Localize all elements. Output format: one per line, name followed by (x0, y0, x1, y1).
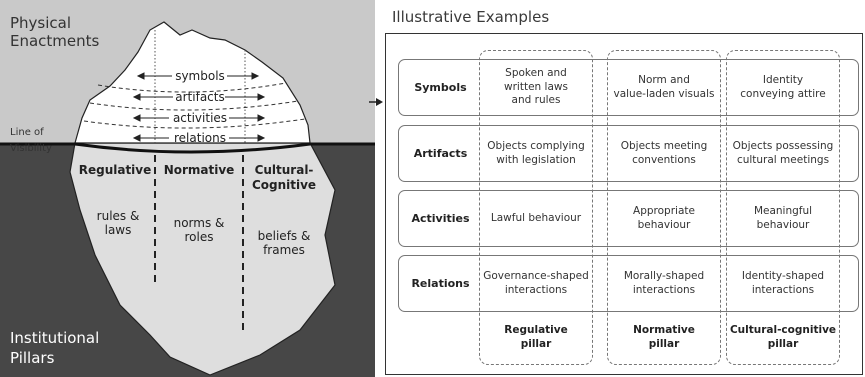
layer-boundary (97, 82, 287, 93)
layer-arrows (132, 72, 266, 142)
column-footer-regulative: Regulative pillar (504, 324, 568, 350)
cell-relations-normative: Morally-shaped interactions (623, 269, 705, 296)
column-footer-normative: Normative pillar (633, 324, 695, 350)
cell-relations-regulative: Governance-shaped interactions (483, 269, 589, 296)
layer-boundary (89, 100, 299, 111)
column-box-normative (607, 50, 721, 365)
pillar-content-cultural-cognitive: beliefs &frames (258, 229, 311, 257)
layer-label-relations: relations (174, 131, 226, 145)
examples-title: Illustrative Examples (392, 8, 550, 26)
iceberg-diagram: symbols artifacts activities relations P… (0, 0, 375, 377)
cell-artifacts-normative: Objects meeting conventions (620, 139, 708, 166)
cell-symbols-normative: Norm and value-laden visuals (613, 73, 715, 100)
row-box-symbols (398, 59, 859, 116)
row-label-artifacts: Artifacts (413, 147, 468, 160)
pillar-content-regulative: rules &laws (97, 209, 140, 237)
row-label-relations: Relations (411, 277, 470, 290)
examples-panel (385, 33, 863, 375)
row-box-activities (398, 190, 859, 247)
cell-relations-cultural-cognitive: Identity-shaped interactions (741, 269, 825, 296)
layer-label-artifacts: artifacts (175, 90, 224, 104)
row-label-symbols: Symbols (414, 81, 467, 94)
column-box-cultural-cognitive (726, 50, 840, 365)
cell-symbols-cultural-cognitive: Identity conveying attire (740, 73, 826, 100)
layer-label-symbols: symbols (175, 69, 225, 83)
row-box-relations (398, 255, 859, 312)
column-box-regulative (479, 50, 593, 365)
pillar-content-normative: norms &roles (174, 216, 225, 244)
cell-artifacts-regulative: Objects complying with legislation (487, 139, 585, 166)
cell-activities-normative: Appropriate behaviour (633, 204, 695, 231)
layer-boundary (83, 118, 306, 129)
layer-label-activities: activities (173, 111, 227, 125)
visible-iceberg (74, 21, 311, 144)
pillar-name-cultural-cognitive: Cultural-Cognitive (252, 163, 316, 192)
pillar-name-normative: Normative (164, 163, 235, 177)
cell-activities-cultural-cognitive: Meaningful behaviour (753, 204, 813, 231)
cell-activities-regulative: Lawful behaviour (490, 211, 582, 224)
row-box-artifacts (398, 125, 859, 182)
cell-symbols-regulative: Spoken and written laws and rules (504, 67, 568, 107)
column-footer-cultural-cognitive: Cultural-cognitive pillar (729, 324, 837, 350)
cell-artifacts-cultural-cognitive: Objects possessing cultural meetings (732, 139, 834, 166)
pillar-name-regulative: Regulative (79, 163, 152, 177)
line-of-visibility (0, 142, 375, 154)
submerged-iceberg (69, 142, 336, 376)
row-label-activities: Activities (411, 212, 470, 225)
